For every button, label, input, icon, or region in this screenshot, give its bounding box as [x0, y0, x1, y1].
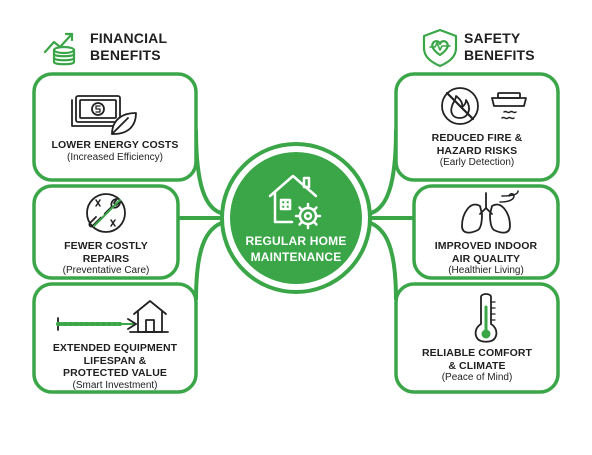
thermometer-icon [474, 293, 498, 343]
card-repairs-title-line1: FEWER COSTLY [64, 240, 148, 252]
card-repairs-subtitle: (Preventative Care) [62, 265, 150, 276]
card-energy-title: LOWER ENERGY COSTS [51, 139, 179, 151]
card-lifespan-title-line1: EXTENDED EQUIPMENT [52, 342, 178, 354]
card-comfort-subtitle: (Peace of Mind) [441, 372, 513, 383]
money-leaf-icon [71, 95, 137, 135]
card-lifespan-subtitle: (Smart Investment) [72, 379, 158, 391]
card-lifespan-title-line2: LIFESPAN & [83, 354, 147, 367]
card-air-title-line1: IMPROVED INDOOR [434, 240, 538, 252]
card-repairs-title-line2: REPAIRS [82, 252, 130, 265]
safety-benefits-heading: SAFETY BENEFITS [464, 30, 535, 64]
card-fire-text: REDUCED FIRE & HAZARD RISKS (Early Detec… [400, 132, 554, 170]
card-fire-title-line2: HAZARD RISKS [436, 144, 518, 157]
card-air [412, 184, 560, 280]
safety-heading-line1: SAFETY [464, 30, 521, 46]
card-fire-title-line1: REDUCED FIRE & [431, 132, 523, 144]
no-fire-smoke-detector-icon [441, 87, 527, 125]
card-comfort-title-line1: RELIABLE COMFORT [421, 347, 533, 359]
card-fire-subtitle: (Early Detection) [439, 157, 515, 168]
card-comfort-text: RELIABLE COMFORT & CLIMATE (Peace of Min… [400, 347, 554, 385]
center-title-line1: REGULAR HOME [245, 234, 347, 248]
timeline-house-icon [56, 300, 169, 333]
center-hub [230, 152, 362, 284]
house-gear-icon [268, 174, 322, 230]
growth-coins-icon [43, 32, 76, 66]
heart-shield-icon [422, 28, 458, 68]
card-energy-subtitle: (Increased Efficiency) [67, 151, 163, 163]
center-title: REGULAR HOME MAINTENANCE [226, 233, 366, 265]
financial-heading-line2: BENEFITS [90, 47, 161, 63]
broken-wrench-icon [86, 193, 126, 233]
financial-benefits-heading: FINANCIAL BENEFITS [90, 30, 167, 64]
card-air-text: IMPROVED INDOOR AIR QUALITY (Healthier L… [418, 240, 554, 278]
card-lifespan-title-line3: PROTECTED VALUE [63, 367, 167, 379]
safety-heading-line2: BENEFITS [464, 47, 535, 63]
card-lifespan-text: EXTENDED EQUIPMENT LIFESPAN & PROTECTED … [38, 342, 192, 392]
card-comfort-title-line2: & CLIMATE [448, 359, 506, 372]
financial-heading-line1: FINANCIAL [90, 30, 168, 46]
card-lifespan [32, 282, 198, 394]
card-energy-text: LOWER ENERGY COSTS (Increased Efficiency… [38, 139, 192, 164]
card-repairs-text: FEWER COSTLY REPAIRS (Preventative Care) [38, 240, 174, 278]
card-air-title-line2: AIR QUALITY [451, 252, 521, 265]
card-air-subtitle: (Healthier Living) [448, 265, 524, 276]
card-fire [394, 72, 560, 182]
center-title-line2: MAINTENANCE [250, 250, 342, 264]
lungs-wind-icon [461, 190, 519, 234]
